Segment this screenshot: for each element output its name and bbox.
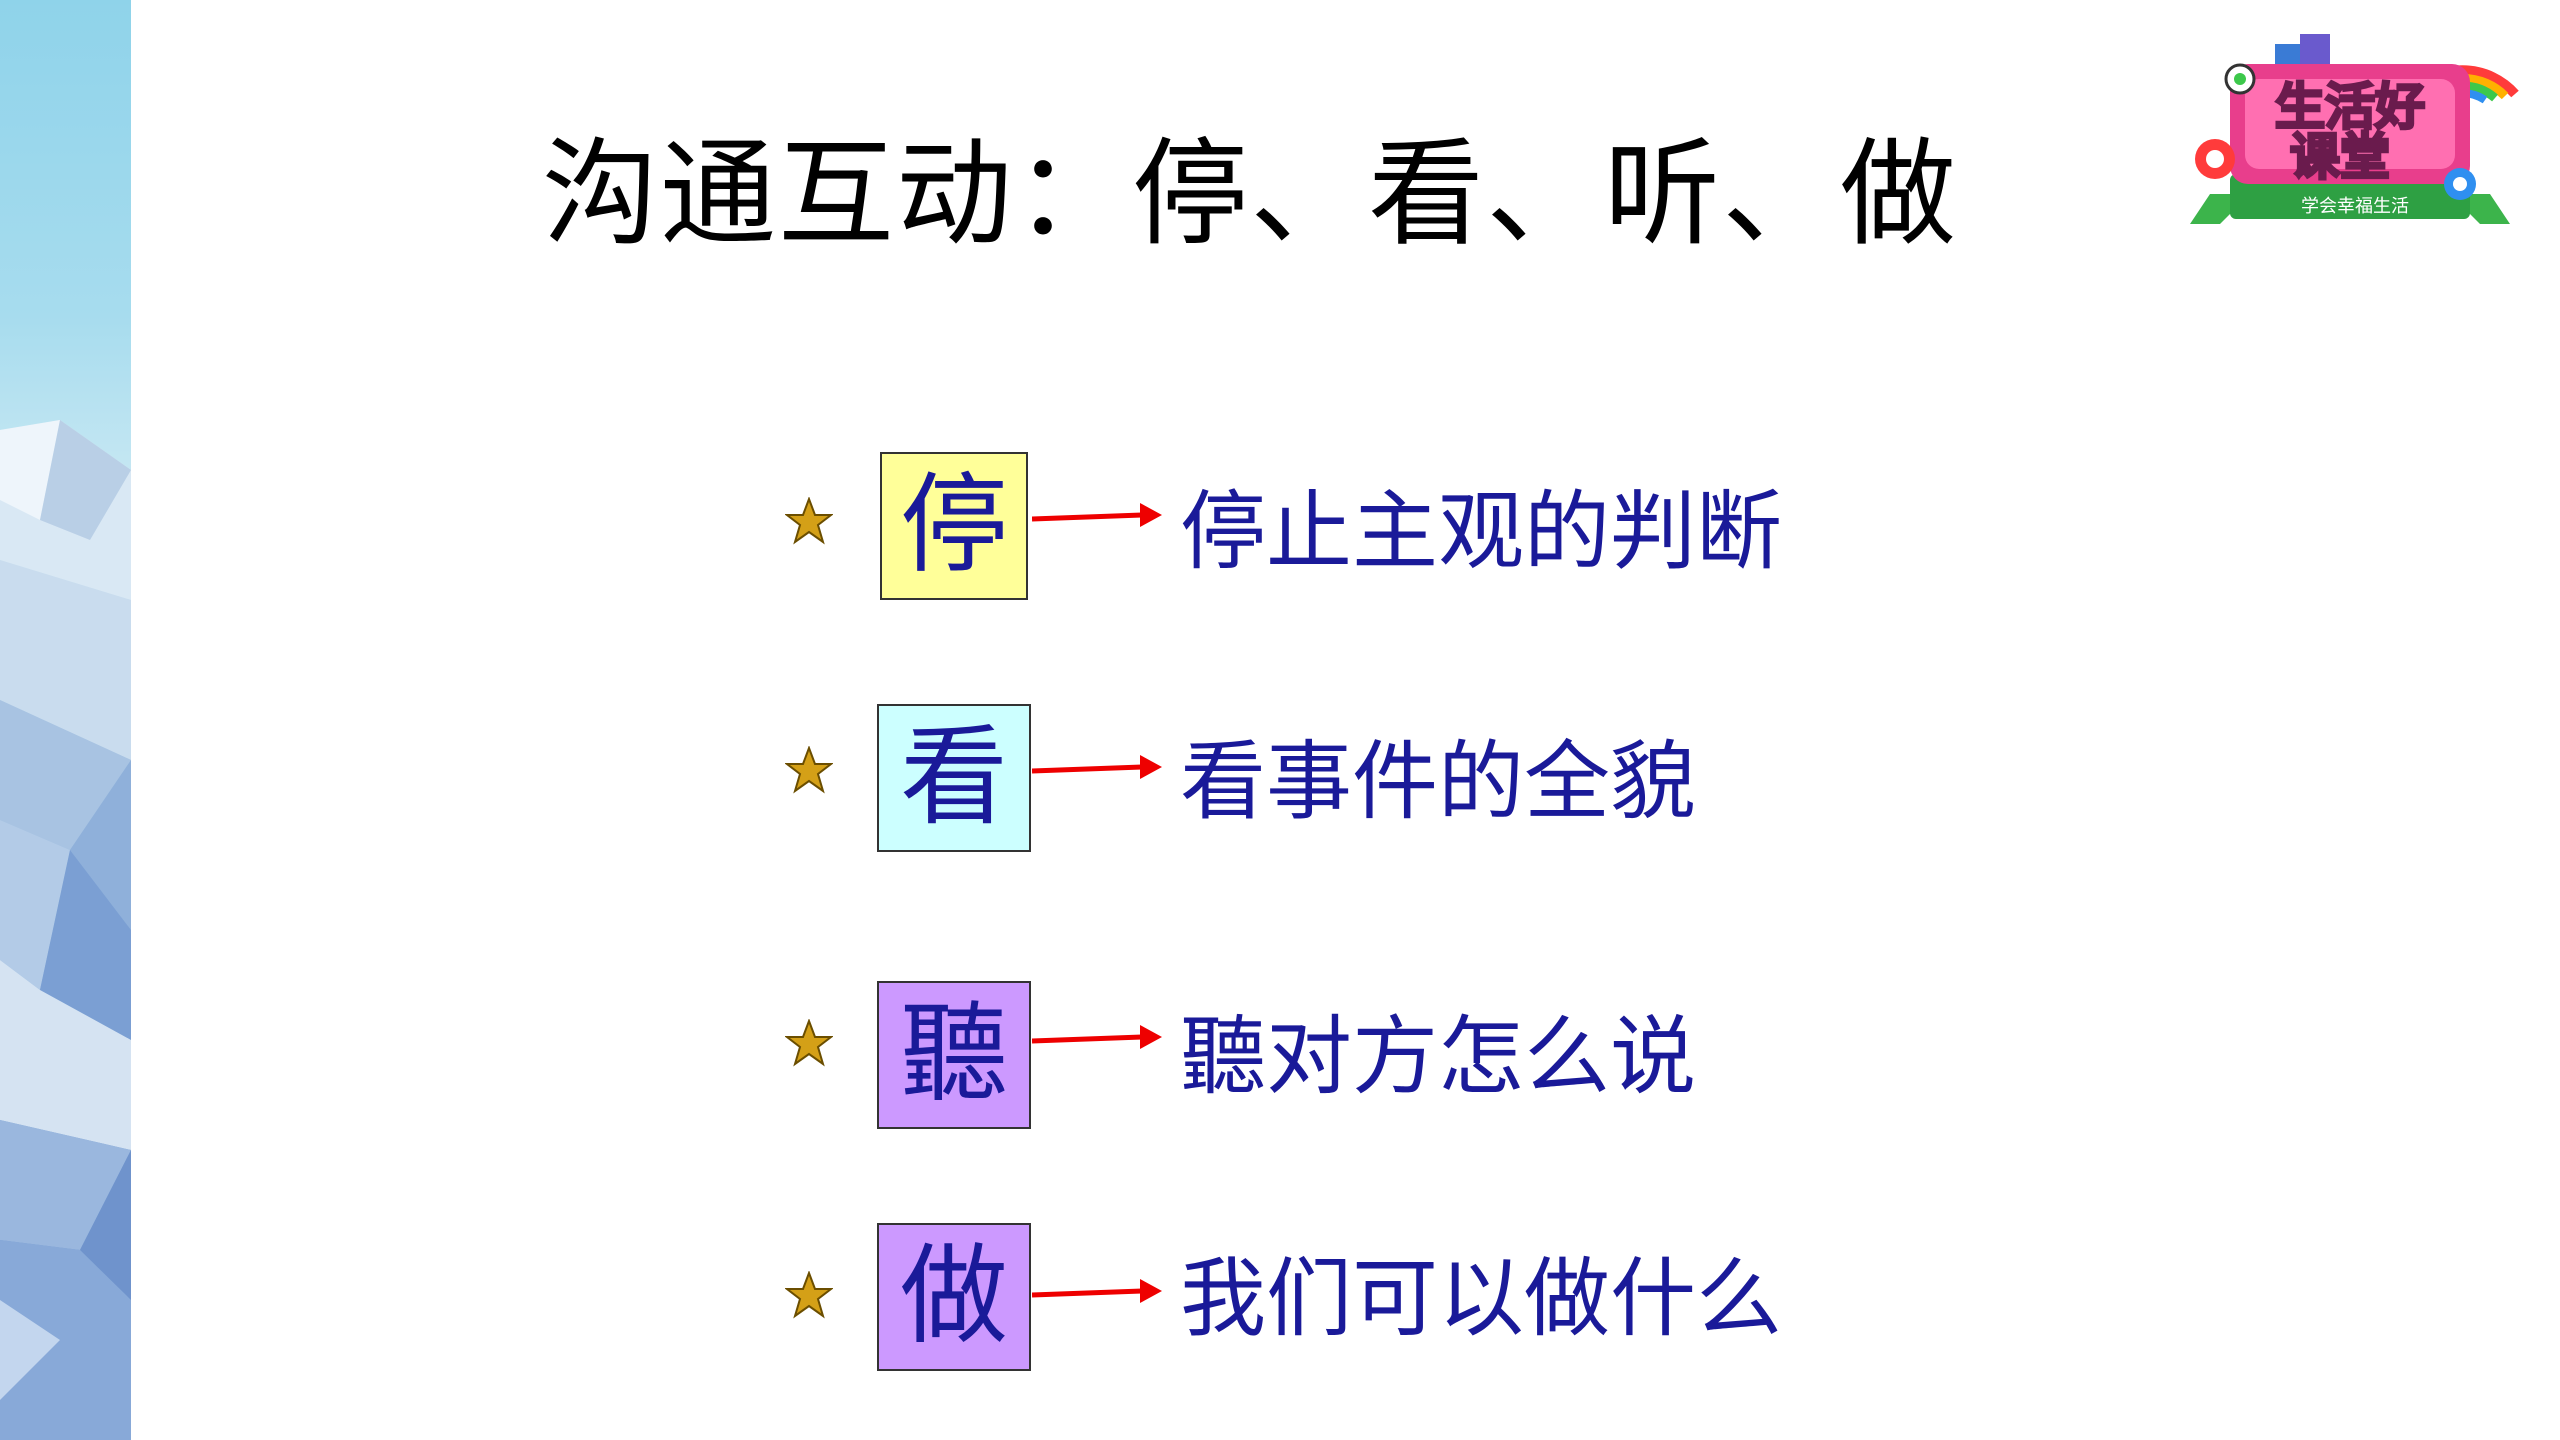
polygon-mountain-graphic [0, 420, 131, 1440]
slide-title-text: 沟通互动：停、看、听、做 [542, 127, 1958, 262]
key-box-do: 做 [877, 1223, 1031, 1371]
list-item: 做 我们可以做什么 [0, 1223, 2560, 1383]
brand-logo: 生活好 课堂 学会幸福生活 [2190, 24, 2520, 244]
key-box-stop: 停 [880, 452, 1028, 600]
item-description: 我们可以做什么 [1180, 1249, 1782, 1349]
star-icon [785, 497, 833, 545]
logo-line1: 生活好 [2275, 78, 2425, 136]
key-box-listen: 聽 [877, 981, 1031, 1129]
star-icon [785, 1019, 833, 1067]
list-item: 聽 聽对方怎么说 [0, 981, 2560, 1141]
item-description: 停止主观的判断 [1180, 482, 1782, 582]
key-box-look: 看 [877, 704, 1031, 852]
logo-line2: 课堂 [2290, 128, 2390, 186]
slide-title: 沟通互动：停、看、听、做 [0, 125, 2560, 265]
arrow-right-icon [1032, 1025, 1162, 1049]
star-icon [785, 746, 833, 794]
star-icon [785, 1271, 833, 1319]
side-decoration [0, 0, 131, 1440]
list-item: 停 停止主观的判断 [0, 452, 2560, 612]
logo-tagline: 学会幸福生活 [2301, 196, 2409, 217]
arrow-right-icon [1032, 1279, 1162, 1303]
item-description: 聽对方怎么说 [1180, 1007, 1696, 1107]
item-description: 看事件的全貌 [1180, 732, 1696, 832]
arrow-right-icon [1032, 755, 1162, 779]
arrow-right-icon [1032, 503, 1162, 527]
list-item: 看 看事件的全貌 [0, 704, 2560, 864]
